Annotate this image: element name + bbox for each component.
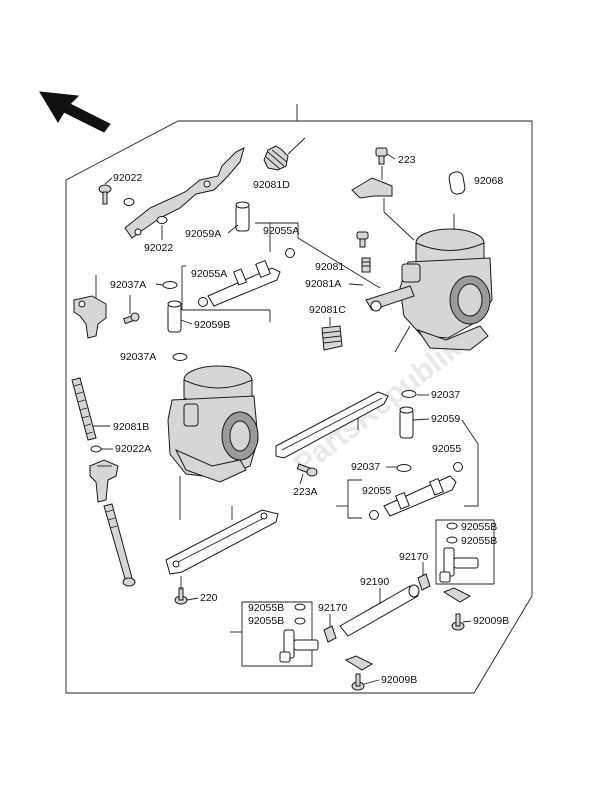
label-92190: 92190 — [360, 576, 389, 588]
bracket-92037A[interactable] — [73, 295, 107, 339]
clip-92170-right[interactable] — [417, 573, 431, 591]
clamp-left[interactable] — [344, 655, 374, 671]
label-92055A-left: 92055A — [191, 268, 227, 280]
label-92009B-bottom: 92009B — [381, 674, 417, 686]
label-92170-right: 92170 — [399, 551, 428, 563]
jet-needle[interactable] — [103, 503, 136, 587]
label-92081C: 92081C — [309, 304, 346, 316]
label-92055B-l2: 92055B — [248, 615, 284, 627]
tee-fitting-left[interactable] — [279, 629, 319, 663]
label-92037A-top: 92037A — [110, 279, 146, 291]
label-92037-top: 92037 — [431, 389, 460, 401]
cap-92037-mid[interactable] — [396, 464, 412, 472]
fitting-pipe[interactable] — [207, 259, 281, 307]
label-92170-left: 92170 — [318, 602, 347, 614]
label-92055B-r2: 92055B — [461, 535, 497, 547]
carburetor-upper[interactable] — [365, 228, 493, 351]
label-92055B-r1: 92055B — [461, 521, 497, 533]
label-92022-bottom: 92022 — [144, 242, 173, 254]
oring-92055B-right[interactable] — [446, 522, 458, 544]
front-direction-arrow-icon — [39, 91, 111, 133]
label-92059A: 92059A — [185, 228, 221, 240]
label-92055A-top: 92055A — [263, 225, 299, 237]
gasket-plate[interactable] — [165, 509, 279, 575]
pipe-92059A[interactable] — [235, 201, 250, 232]
label-220: 220 — [200, 592, 218, 604]
cap-92037A[interactable] — [162, 281, 178, 289]
label-92037-mid: 92037 — [351, 461, 380, 473]
hose-92068[interactable] — [448, 171, 466, 195]
tee-fitting-right[interactable] — [439, 547, 479, 583]
screw-92022[interactable] — [98, 184, 112, 205]
label-92081B: 92081B — [113, 421, 149, 433]
screw-223A[interactable] — [296, 463, 318, 477]
spring-92081C[interactable] — [321, 325, 343, 351]
label-92037A-mid: 92037A — [120, 351, 156, 363]
label-92055-mid: 92055 — [362, 485, 391, 497]
throttle-bracket[interactable] — [124, 147, 245, 239]
washer-92022[interactable] — [123, 198, 168, 224]
label-92055B-l1: 92055B — [248, 602, 284, 614]
assembly-frame — [65, 120, 533, 694]
label-92059: 92059 — [431, 413, 460, 425]
screw-small[interactable] — [122, 312, 140, 325]
spring-92081A[interactable] — [361, 257, 371, 273]
carburetor-lower[interactable] — [167, 365, 259, 483]
label-223: 223 — [398, 154, 416, 166]
washer-92022A[interactable] — [90, 445, 102, 453]
needle-holder[interactable] — [89, 459, 119, 503]
label-92081A: 92081A — [305, 278, 341, 290]
linkage-bar[interactable] — [275, 391, 389, 459]
label-92055-right: 92055 — [432, 443, 461, 455]
oring-92055B-left[interactable] — [294, 603, 306, 625]
screw-92081[interactable] — [356, 231, 369, 248]
screw-220[interactable] — [174, 587, 188, 605]
label-92009B-right: 92009B — [473, 615, 509, 627]
label-223A: 223A — [293, 486, 318, 498]
label-92022A: 92022A — [115, 443, 151, 455]
pipe-92059B[interactable] — [167, 300, 182, 333]
spring-92081B[interactable] — [71, 377, 97, 441]
clamp-right[interactable] — [442, 587, 472, 603]
label-92059B: 92059B — [194, 319, 230, 331]
pipe-92059[interactable] — [399, 406, 414, 439]
cap-92037A-mid[interactable] — [172, 353, 188, 361]
fitting-pipe-right[interactable] — [383, 475, 457, 517]
label-92081D: 92081D — [253, 179, 290, 191]
screw-92009B-right[interactable] — [451, 613, 465, 631]
oring-92055-right[interactable] — [369, 462, 463, 520]
screw-92009B-bottom[interactable] — [351, 673, 365, 691]
bracket-small[interactable] — [351, 177, 393, 199]
label-92022-top: 92022 — [113, 172, 142, 184]
screw-223[interactable] — [375, 147, 388, 165]
spring-92081D[interactable] — [263, 137, 306, 171]
label-92081: 92081 — [315, 261, 344, 273]
oring-92055A[interactable] — [198, 248, 295, 307]
label-92068: 92068 — [474, 175, 503, 187]
hose-92190[interactable] — [339, 584, 420, 637]
cap-92037-top[interactable] — [401, 390, 417, 398]
clip-92170-left[interactable] — [323, 625, 337, 643]
